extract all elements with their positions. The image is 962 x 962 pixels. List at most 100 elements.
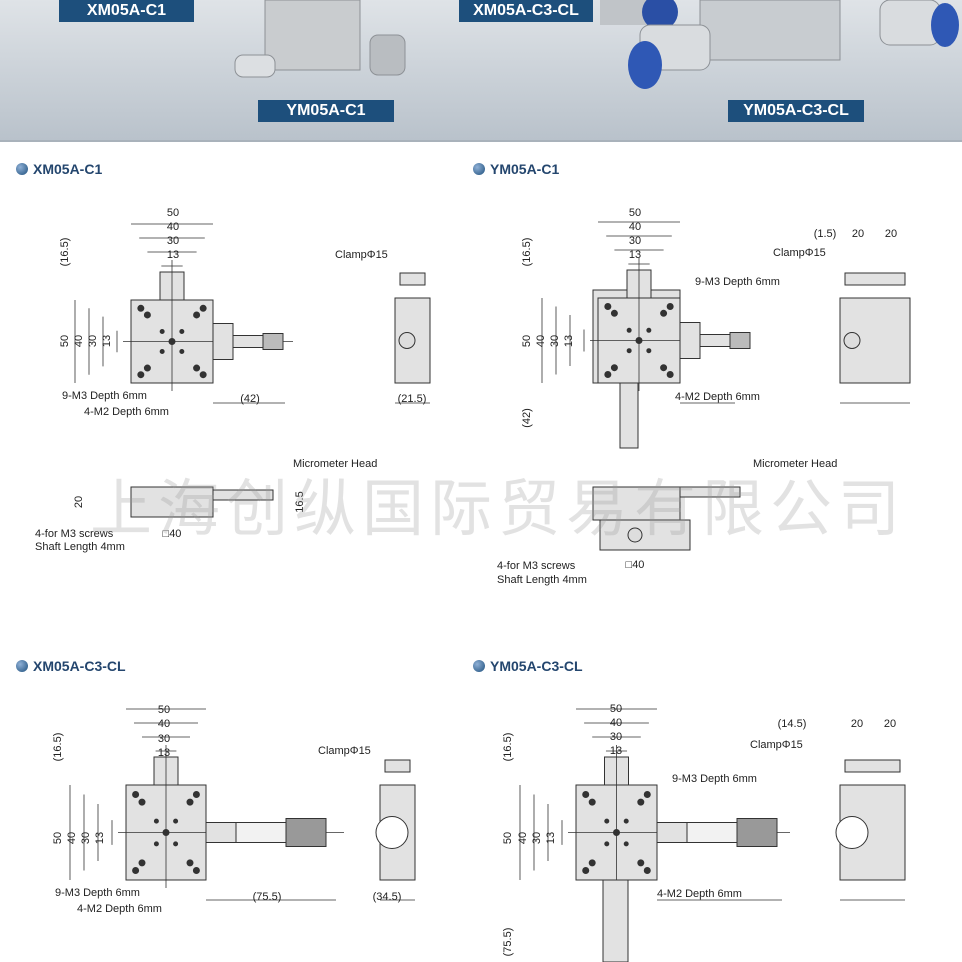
side-clamp	[844, 272, 906, 286]
front-view-knob	[627, 527, 643, 543]
note-m2: 4-M2 Depth 6mm	[84, 406, 169, 418]
m3-hole	[186, 859, 194, 867]
dim-width-30: 30	[158, 733, 170, 745]
dim-height-13: 13	[101, 335, 113, 347]
m2-hole	[604, 818, 610, 824]
dim-axis-height: 16.5	[294, 491, 306, 512]
stage-photo-xm05a-c3-cl	[600, 0, 959, 89]
m3-hole	[132, 867, 140, 874]
watermark: 上海创纵国际贸易有限公司	[90, 472, 907, 545]
elevation-body	[130, 486, 214, 518]
dim-clamp-height: (16.5)	[521, 238, 533, 267]
dim-width-40: 40	[167, 221, 179, 233]
m3-hole	[604, 371, 612, 378]
y-micrometer	[602, 879, 629, 962]
m3-hole	[199, 304, 207, 312]
section-title-text: YM05A-C1	[490, 161, 560, 177]
dim-travel: (75.5)	[502, 928, 514, 957]
elevation-micrometer	[212, 489, 274, 501]
dim-width-50: 50	[610, 703, 622, 715]
product-photos	[234, 0, 959, 89]
m3-hole	[192, 867, 200, 874]
note-clamp: ClampΦ15	[773, 247, 826, 259]
note-screws: 4-for M3 screws	[497, 560, 576, 572]
dim-width-13: 13	[610, 745, 622, 757]
micrometer-thimble	[729, 332, 751, 349]
m3-hole	[588, 798, 596, 806]
dim-travel: (42)	[521, 408, 533, 428]
note-clamp: ClampΦ15	[318, 745, 371, 757]
dim-side-20b: 20	[885, 228, 897, 240]
bullet-icon	[16, 163, 28, 175]
m3-hole	[138, 798, 146, 806]
section-title-text: XM05A-C3-CL	[33, 658, 126, 674]
note-clamp: ClampΦ15	[750, 739, 803, 751]
dim-height-30: 30	[80, 832, 92, 844]
dim-side-offset: (14.5)	[778, 718, 807, 730]
dim-width-50: 50	[629, 207, 641, 219]
dim-height-50: 50	[59, 335, 71, 347]
micrometer-sleeve	[686, 822, 738, 843]
m3-hole	[660, 309, 668, 317]
dim-body-height: 20	[73, 496, 85, 508]
micrometer-sleeve	[699, 334, 731, 347]
section-title-ym05a-c3-cl: YM05A-C3-CL	[473, 658, 583, 674]
dim-width-30: 30	[610, 731, 622, 743]
dim-travel: (75.5)	[253, 891, 282, 903]
section-title-text: YM05A-C3-CL	[490, 658, 583, 674]
dim-side-20b: 20	[884, 718, 896, 730]
m3-hole	[138, 859, 146, 867]
label-ym05a-c3-cl: YM05A-C3-CL	[728, 100, 864, 122]
dim-height-50: 50	[521, 335, 533, 347]
m2-hole	[646, 348, 652, 354]
m2-hole	[173, 841, 179, 847]
drawing-shapes	[69, 221, 911, 962]
m2-hole	[623, 818, 629, 824]
note-micrometer: Micrometer Head	[293, 458, 377, 470]
dial-gauge	[835, 816, 869, 849]
m3-hole	[143, 364, 151, 372]
note-m3: 9-M3 Depth 6mm	[672, 773, 757, 785]
micrometer-bracket	[679, 322, 701, 359]
m3-hole	[637, 859, 645, 867]
dim-mount-square: □40	[626, 559, 645, 571]
m3-hole	[582, 791, 590, 798]
dim-mount-square: □40	[163, 528, 182, 540]
section-title-ym05a-c1: YM05A-C1	[473, 161, 559, 177]
dim-height-40: 40	[517, 832, 529, 844]
elevation-micrometer	[679, 486, 741, 498]
drawing-ym05a-c1-notes: 9-M3 Depth 6mm 4-M2 Depth 6mm ClampΦ15 M…	[497, 247, 837, 586]
dim-height-40: 40	[535, 335, 547, 347]
drawing-xm05a-c3-cl-notes: 9-M3 Depth 6mm 4-M2 Depth 6mm ClampΦ15	[55, 745, 371, 915]
dim-height-50: 50	[502, 832, 514, 844]
dim-width-13: 13	[629, 249, 641, 261]
section-title-text: XM05A-C1	[33, 161, 103, 177]
m2-hole	[159, 348, 165, 354]
dim-height-50: 50	[52, 832, 64, 844]
front-view-body	[599, 519, 691, 551]
micrometer-thimble	[736, 818, 778, 847]
m3-hole	[588, 859, 596, 867]
dim-width-30: 30	[629, 235, 641, 247]
dim-height-30: 30	[549, 335, 561, 347]
m2-hole	[646, 327, 652, 333]
m2-hole	[179, 329, 185, 335]
m3-hole	[192, 791, 200, 798]
m2-hole	[626, 327, 632, 333]
bullet-icon	[473, 660, 485, 672]
bullet-icon	[16, 660, 28, 672]
elevation-body	[592, 486, 681, 521]
label-ym05a-c1: YM05A-C1	[258, 100, 394, 122]
dim-width-13: 13	[167, 249, 179, 261]
micrometer-bracket	[205, 822, 237, 843]
m3-hole	[143, 311, 151, 319]
dim-side-width: (34.5)	[373, 891, 402, 903]
side-clamp	[384, 759, 411, 773]
note-shaft: Shaft Length 4mm	[497, 574, 587, 586]
note-m3: 9-M3 Depth 6mm	[55, 887, 140, 899]
dim-height-13: 13	[545, 832, 557, 844]
m3-hole	[604, 303, 612, 310]
drawing-xm05a-c1-notes: 9-M3 Depth 6mm 4-M2 Depth 6mm ClampΦ15 M…	[35, 249, 388, 553]
micrometer-sleeve	[232, 335, 264, 348]
